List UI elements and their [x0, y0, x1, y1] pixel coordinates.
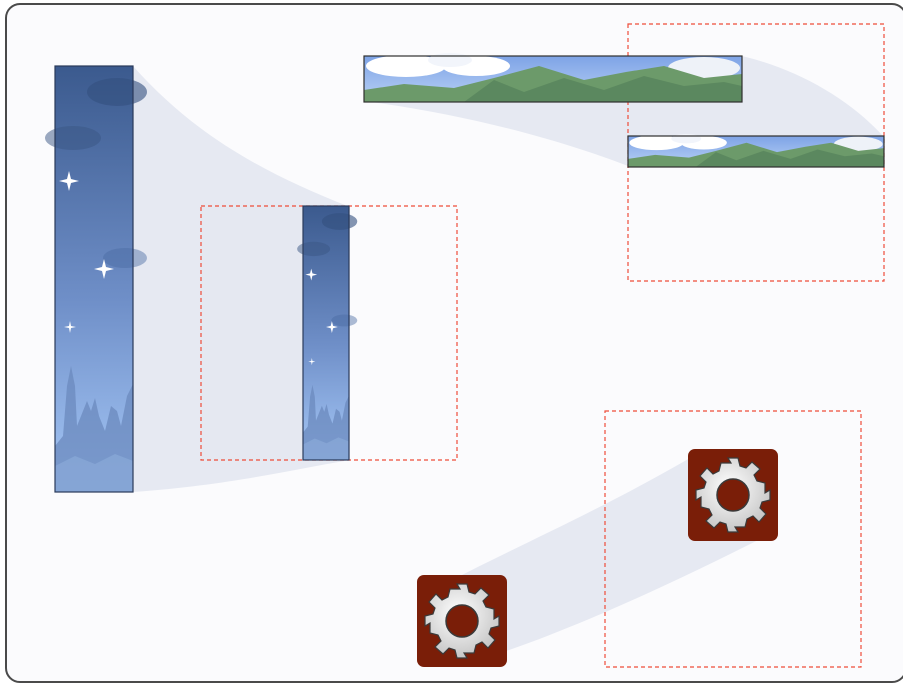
night-sky-strip-icon [297, 205, 358, 461]
gear-icon [687, 448, 779, 542]
gear-icon [416, 574, 508, 668]
night-sky-strip-icon [45, 65, 147, 493]
landscape-strip-icon [363, 53, 743, 103]
swoosh-vertical-box [201, 207, 303, 460]
dashed-box-gear [604, 410, 862, 668]
landscape-strip-icon [627, 133, 885, 168]
